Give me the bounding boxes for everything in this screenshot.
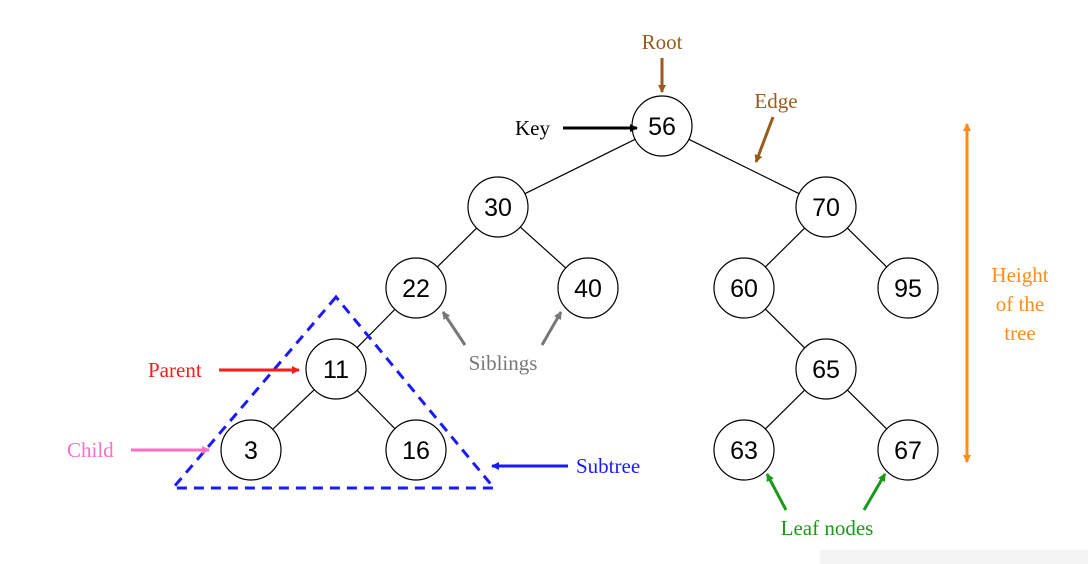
parent-label: Parent (148, 358, 202, 382)
tree-edge (846, 389, 888, 430)
tree-node-95: 95 (877, 257, 939, 319)
tree-node-30: 30 (467, 176, 529, 238)
node-circle (713, 257, 775, 319)
subtree-label: Subtree (576, 454, 640, 478)
bottom-band (820, 550, 1088, 564)
tree-node-67: 67 (877, 419, 939, 481)
tree-nodes: 56 30 70 22 40 60 95 11 65 3 16 63 67 (220, 95, 939, 481)
node-key: 40 (574, 275, 602, 303)
tree-node-56: 56 (631, 95, 693, 157)
node-circle (713, 419, 775, 481)
node-key: 67 (894, 437, 922, 465)
node-circle (795, 338, 857, 400)
tree-edge (846, 227, 888, 268)
node-key: 22 (402, 275, 430, 303)
tree-edge (436, 227, 478, 268)
node-key: 16 (402, 437, 430, 465)
node-key: 60 (730, 275, 758, 303)
tree-node-70: 70 (795, 176, 857, 238)
node-circle (385, 419, 447, 481)
key-label: Key (515, 116, 550, 140)
tree-node-11: 11 (305, 338, 367, 400)
tree-edge (356, 389, 396, 430)
tree-edge (519, 226, 567, 269)
node-circle (877, 257, 939, 319)
tree-node-60: 60 (713, 257, 775, 319)
tree-edge (688, 138, 800, 195)
siblings-arrow-left (441, 311, 467, 346)
node-key: 30 (484, 194, 512, 222)
tree-node-40: 40 (557, 257, 619, 319)
height-label-line2: of the (996, 292, 1044, 316)
node-circle (877, 419, 939, 481)
tree-node-16: 16 (385, 419, 447, 481)
node-key: 56 (648, 113, 676, 141)
tree-edge (524, 138, 636, 195)
tree-edge (764, 227, 806, 268)
leaf-arrow-right (862, 473, 887, 511)
height-label-line1: Height (991, 263, 1048, 287)
tree-edges (272, 138, 888, 430)
root-label: Root (642, 30, 683, 54)
tree-edge (272, 389, 315, 430)
tree-node-3: 3 (220, 419, 282, 481)
leaf-nodes-label: Leaf nodes (781, 516, 874, 540)
subtree-outline (169, 294, 498, 490)
height-label-line3: tree (1004, 321, 1035, 345)
siblings-arrow-right (540, 311, 563, 346)
siblings-label: Siblings (469, 351, 538, 375)
tree-node-22: 22 (385, 257, 447, 319)
node-circle (305, 338, 367, 400)
node-circle (795, 176, 857, 238)
tree-node-63: 63 (713, 419, 775, 481)
node-key: 3 (244, 437, 258, 465)
node-circle (220, 419, 282, 481)
edge-label: Edge (754, 89, 797, 113)
edge-arrow (754, 116, 775, 163)
tree-node-65: 65 (795, 338, 857, 400)
child-label: Child (67, 438, 114, 462)
node-circle (385, 257, 447, 319)
node-circle (557, 257, 619, 319)
node-circle (467, 176, 529, 238)
node-key: 11 (323, 356, 349, 384)
node-key: 70 (812, 194, 840, 222)
tree-edge (356, 308, 396, 349)
leaf-arrow-left (765, 473, 788, 511)
tree-edge (764, 389, 806, 430)
node-key: 65 (812, 356, 840, 384)
node-key: 63 (730, 437, 758, 465)
tree-edge (764, 308, 806, 349)
node-key: 95 (894, 275, 922, 303)
